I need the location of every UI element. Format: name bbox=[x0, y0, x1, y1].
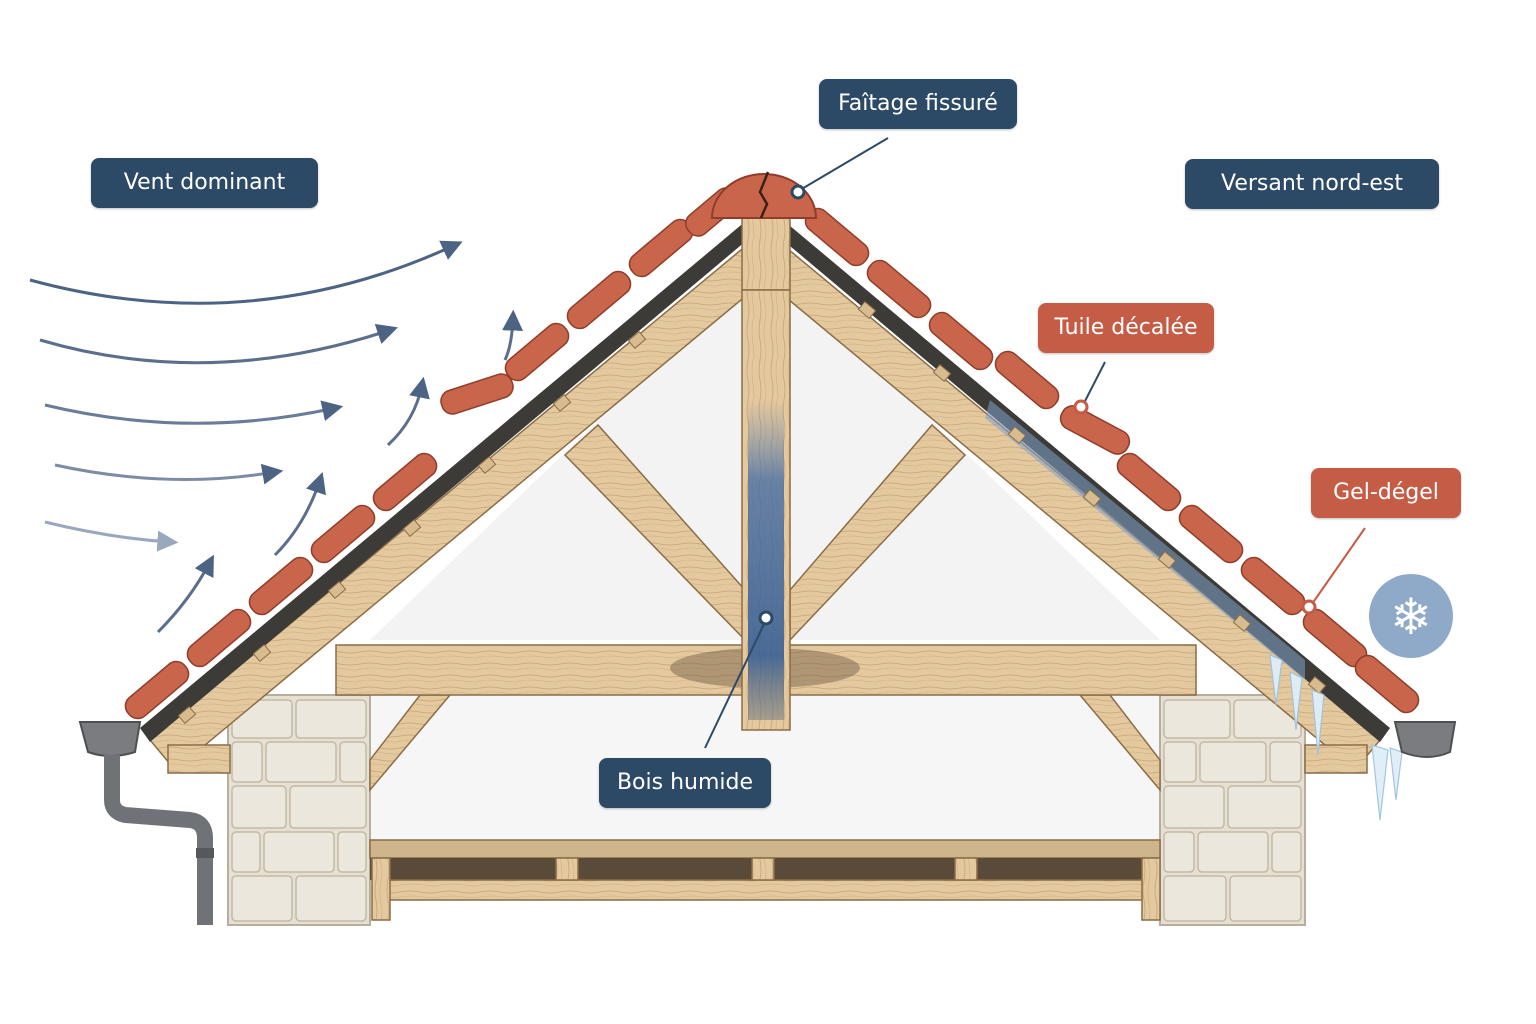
wind-arrow bbox=[44, 400, 344, 425]
gutter-right bbox=[1393, 721, 1457, 758]
leader-wood-dot bbox=[758, 610, 774, 626]
diagonal-struts bbox=[563, 423, 967, 642]
label-wind: Vent dominant bbox=[91, 158, 318, 208]
rafters bbox=[148, 228, 1382, 774]
snowflake-icon: ❄ bbox=[1390, 588, 1432, 646]
floor-joists bbox=[369, 839, 1161, 921]
wind-arrow bbox=[502, 309, 524, 361]
ridge-tile bbox=[710, 171, 818, 219]
wind-arrow bbox=[44, 520, 179, 552]
leader-frost bbox=[1311, 527, 1366, 605]
leader-tile-dot bbox=[1073, 399, 1089, 415]
leader-frost-dot bbox=[1301, 599, 1317, 615]
wind-arrow bbox=[29, 240, 463, 305]
icicles bbox=[1269, 654, 1403, 821]
label-tile: Tuile décalée bbox=[1038, 303, 1214, 353]
king-post bbox=[741, 209, 791, 731]
label-slope: Versant nord-est bbox=[1185, 159, 1439, 209]
leader-wood bbox=[704, 621, 766, 749]
wind-arrow bbox=[156, 554, 214, 634]
wind-arrow bbox=[54, 463, 284, 485]
wind-arrow bbox=[386, 376, 430, 447]
leader-ridge-dot bbox=[790, 184, 806, 200]
roof-tiles-right bbox=[804, 207, 1420, 714]
wind-arrows bbox=[29, 240, 524, 634]
label-wood: Bois humide bbox=[599, 758, 771, 808]
snowflake-badge: ❄ bbox=[1369, 574, 1453, 658]
stone-wall-left bbox=[227, 694, 371, 926]
wind-arrow bbox=[273, 472, 326, 557]
roof-underlay bbox=[140, 205, 1390, 742]
stone-wall-right bbox=[1159, 694, 1306, 926]
callout-leaders bbox=[704, 137, 1366, 749]
leader-tile bbox=[1082, 361, 1106, 406]
battens bbox=[177, 300, 1327, 725]
leader-ridge bbox=[799, 137, 889, 191]
gutter-left bbox=[78, 721, 214, 925]
label-frost: Gel-dégel bbox=[1311, 468, 1461, 518]
wind-arrow bbox=[39, 324, 398, 365]
label-ridge: Faîtage fissuré bbox=[819, 79, 1017, 129]
